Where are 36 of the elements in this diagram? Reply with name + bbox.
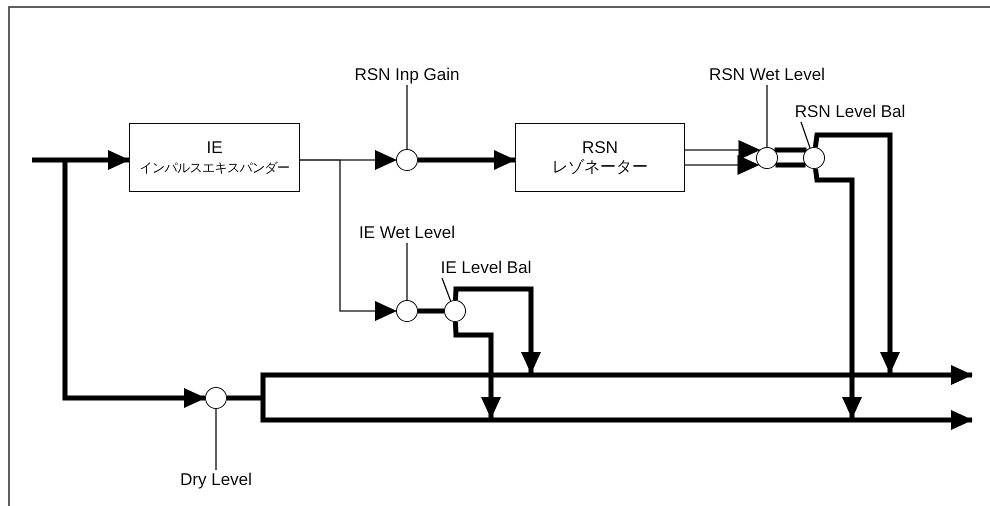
leader-line (300, 159, 397, 321)
block-name: レゾネーター (552, 158, 648, 178)
leader-line (685, 140, 760, 160)
signal-arrow (32, 150, 130, 170)
leader-line (685, 155, 760, 175)
process-box (515, 123, 685, 192)
control-label: IE Level Bal (440, 258, 532, 278)
control-label: RSN Wet Level (709, 65, 825, 85)
leader-line (406, 243, 408, 300)
block-name: インパルスエキスパンダー (140, 158, 290, 176)
signal-arrow (812, 132, 900, 374)
leader-line (766, 85, 768, 147)
control-label: IE Wet Level (358, 223, 456, 243)
control-label: RSN Inp Gain (354, 65, 460, 85)
signal-arrow (62, 160, 206, 408)
process-box (129, 123, 300, 192)
level-knob (396, 149, 418, 171)
block-abbreviation: RSN (582, 138, 618, 158)
leader-line (406, 85, 408, 149)
level-knob (756, 147, 778, 169)
control-label: RSN Level Bal (794, 102, 906, 122)
signal-line (774, 148, 806, 152)
level-knob (205, 387, 227, 409)
signal-arrow (418, 150, 516, 170)
leader-line (215, 409, 217, 470)
level-knob (444, 300, 466, 322)
control-label: Dry Level (180, 470, 252, 490)
level-knob (396, 300, 418, 322)
signal-arrow (813, 168, 862, 419)
block-abbreviation: IE (206, 138, 223, 158)
signal-line (776, 162, 806, 168)
signal-line (418, 308, 444, 314)
level-knob (803, 147, 825, 169)
signal-arrow (453, 286, 541, 374)
leader-line (800, 122, 811, 148)
leader-line (441, 278, 452, 302)
